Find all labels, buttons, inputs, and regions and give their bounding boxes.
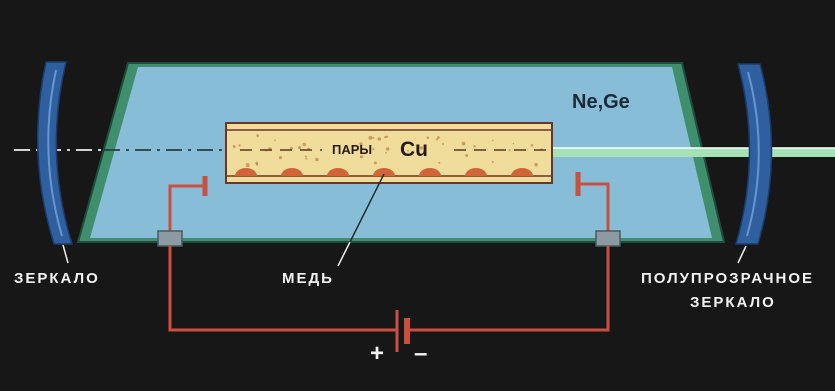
left-connector [157,230,183,247]
right-mirror-shine [746,71,760,237]
vapor-particle [419,146,423,150]
vapor-particle [534,162,538,167]
right-wire [407,246,610,332]
vapor-particle [305,157,308,160]
copper-deposit [235,168,257,176]
gas-mixture-label: Ne,Ge [572,91,630,113]
vapor-particle [508,149,511,152]
left-wire [168,246,397,332]
vapor-particle [530,144,534,147]
vapor-particle [245,163,250,168]
beam-band [552,148,835,157]
vapor-particle [435,138,439,141]
left-mirror-shine [47,69,63,237]
circuit: + – [157,172,621,367]
left-electrode-lead [168,184,205,232]
vapor-particle [512,142,515,145]
vapor-particle [426,136,430,140]
vapor-particle [438,161,441,164]
right-connector [595,230,621,247]
vapor-particle [437,136,440,139]
vapor-particle [492,139,494,142]
output-beam [552,147,835,157]
battery-plus-sign: + [370,340,384,367]
discharge-tube: ПАРЫ Cu [225,122,553,184]
copper-deposit [327,168,349,176]
vapor-particle [385,147,390,151]
vapor-particle [384,135,387,139]
vapor-particle [461,141,466,146]
right-mirror-body [735,63,773,245]
battery [395,310,410,352]
vapor-particle [373,161,377,165]
copper-label: МЕДЬ [282,270,334,287]
vapor-particle [473,145,476,148]
copper-deposit [465,168,487,176]
left-mirror-label: ЗЕРКАЛО [14,270,100,287]
vapor-particle [359,142,363,146]
copper-deposit [419,168,441,176]
left-mirror-body [36,61,74,245]
vapor-particle [442,143,444,145]
vapor-particle [372,137,375,139]
battery-minus-sign: – [414,340,427,367]
copper-leader-outer [337,241,351,267]
vapor-particle [402,144,405,147]
copper-leader-inner [349,173,385,243]
left-mirror [36,61,74,245]
vapor-particle [386,135,389,138]
vapor-particle [255,163,259,166]
vapor-particle [465,154,469,157]
vapor-particle [315,157,319,162]
left-mirror-leader [62,244,69,264]
right-mirror-leader [737,245,747,264]
right-mirror [735,63,773,245]
vapor-label: ПАРЫ Cu [332,138,428,161]
vapor-particle [377,137,382,141]
copper-deposit [511,168,533,176]
vapor-particle [302,142,306,147]
copper-deposit [281,168,303,176]
vapor-particle [491,161,494,163]
vapor-particle [278,156,283,160]
vapor-particle [298,146,302,150]
vapor-element: Cu [400,138,428,161]
vapor-particle [359,155,364,159]
vapor-particle [256,134,260,138]
vapor-particle [368,135,373,140]
vapor-particle [304,155,307,158]
vapor-particle [238,144,241,147]
vapor-particle [289,146,293,150]
vapor-particle [232,145,236,148]
vapor-prefix: ПАРЫ [332,142,372,157]
copper-deposit [373,168,395,176]
vapor-particle [385,152,387,154]
copper-deposits [235,168,533,176]
right-mirror-label-line1: ПОЛУПРОЗРАЧНОЕ [641,270,814,287]
vapor-particle [407,149,409,152]
vapor-particle [274,139,276,142]
right-electrode-lead [578,182,610,232]
right-mirror-label-line2: ЗЕРКАЛО [690,294,776,311]
vapor-particle [372,148,375,151]
